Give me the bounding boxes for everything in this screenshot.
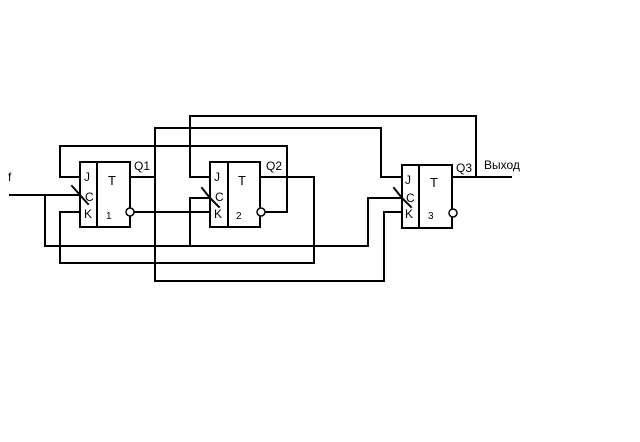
- flipflop-1-clock-edge-icon: [70, 184, 82, 197]
- flipflop-1-inverted-output-icon: [125, 207, 135, 217]
- flipflop-2-inverted-output-icon: [256, 207, 266, 217]
- flipflop-1-number: 1: [106, 211, 112, 222]
- flipflop-3-clock-edge-icon-b: [400, 196, 413, 209]
- wire-clock-ff3: [189, 197, 403, 247]
- flipflop-2-output-label: Q2: [266, 159, 282, 173]
- output-label: Выход: [484, 158, 520, 172]
- flipflop-1-type: T: [108, 173, 116, 188]
- flipflop-3-clock-edge-icon: [392, 186, 404, 200]
- flipflop-1: J C K T 1 Q1: [70, 159, 150, 228]
- flipflop-2-pin-j: J: [214, 170, 220, 184]
- flipflop-2: J C K T 2 Q2: [200, 159, 282, 228]
- flipflop-3-number: 3: [428, 211, 434, 222]
- flipflop-3-pin-c: C: [406, 191, 415, 205]
- flipflop-1-pin-c: C: [85, 190, 94, 204]
- flipflop-3-pin-k: K: [405, 207, 413, 221]
- flipflop-1-pin-j: J: [84, 170, 90, 184]
- flipflop-2-type: T: [238, 173, 246, 188]
- flipflop-1-output-label: Q1: [134, 159, 150, 173]
- flipflop-2-pin-c: C: [215, 190, 224, 204]
- wires: [9, 115, 512, 282]
- wire-q3-feedback: [189, 115, 477, 178]
- flipflop-2-pin-k: K: [214, 207, 222, 221]
- wire-q1: [129, 127, 403, 178]
- flipflop-1-clock-edge-icon-b: [78, 193, 90, 206]
- wire-to-k1: [59, 176, 315, 264]
- wire-nq2: [264, 176, 288, 213]
- flipflop-2-clock-edge-icon: [200, 186, 212, 200]
- flipflop-3-type: T: [430, 175, 438, 190]
- flipflop-3-body: [401, 164, 453, 229]
- wire-q2-to-j1: [59, 145, 288, 178]
- wire-q1-to-k3: [154, 127, 403, 282]
- flipflop-1-body: [79, 161, 131, 228]
- flipflop-3-inverted-output-icon: [448, 208, 458, 218]
- flipflop-2-clock-edge-icon-b: [208, 196, 221, 209]
- input-f-label: f: [8, 170, 12, 184]
- flipflop-3-pin-j: J: [405, 173, 411, 187]
- flipflop-3: J C K T 3 Q3: [392, 161, 472, 229]
- flipflop-1-pin-k: K: [84, 207, 92, 221]
- flipflop-2-number: 2: [236, 211, 242, 222]
- flipflop-3-output-label: Q3: [456, 161, 472, 175]
- flipflop-2-body: [209, 161, 261, 228]
